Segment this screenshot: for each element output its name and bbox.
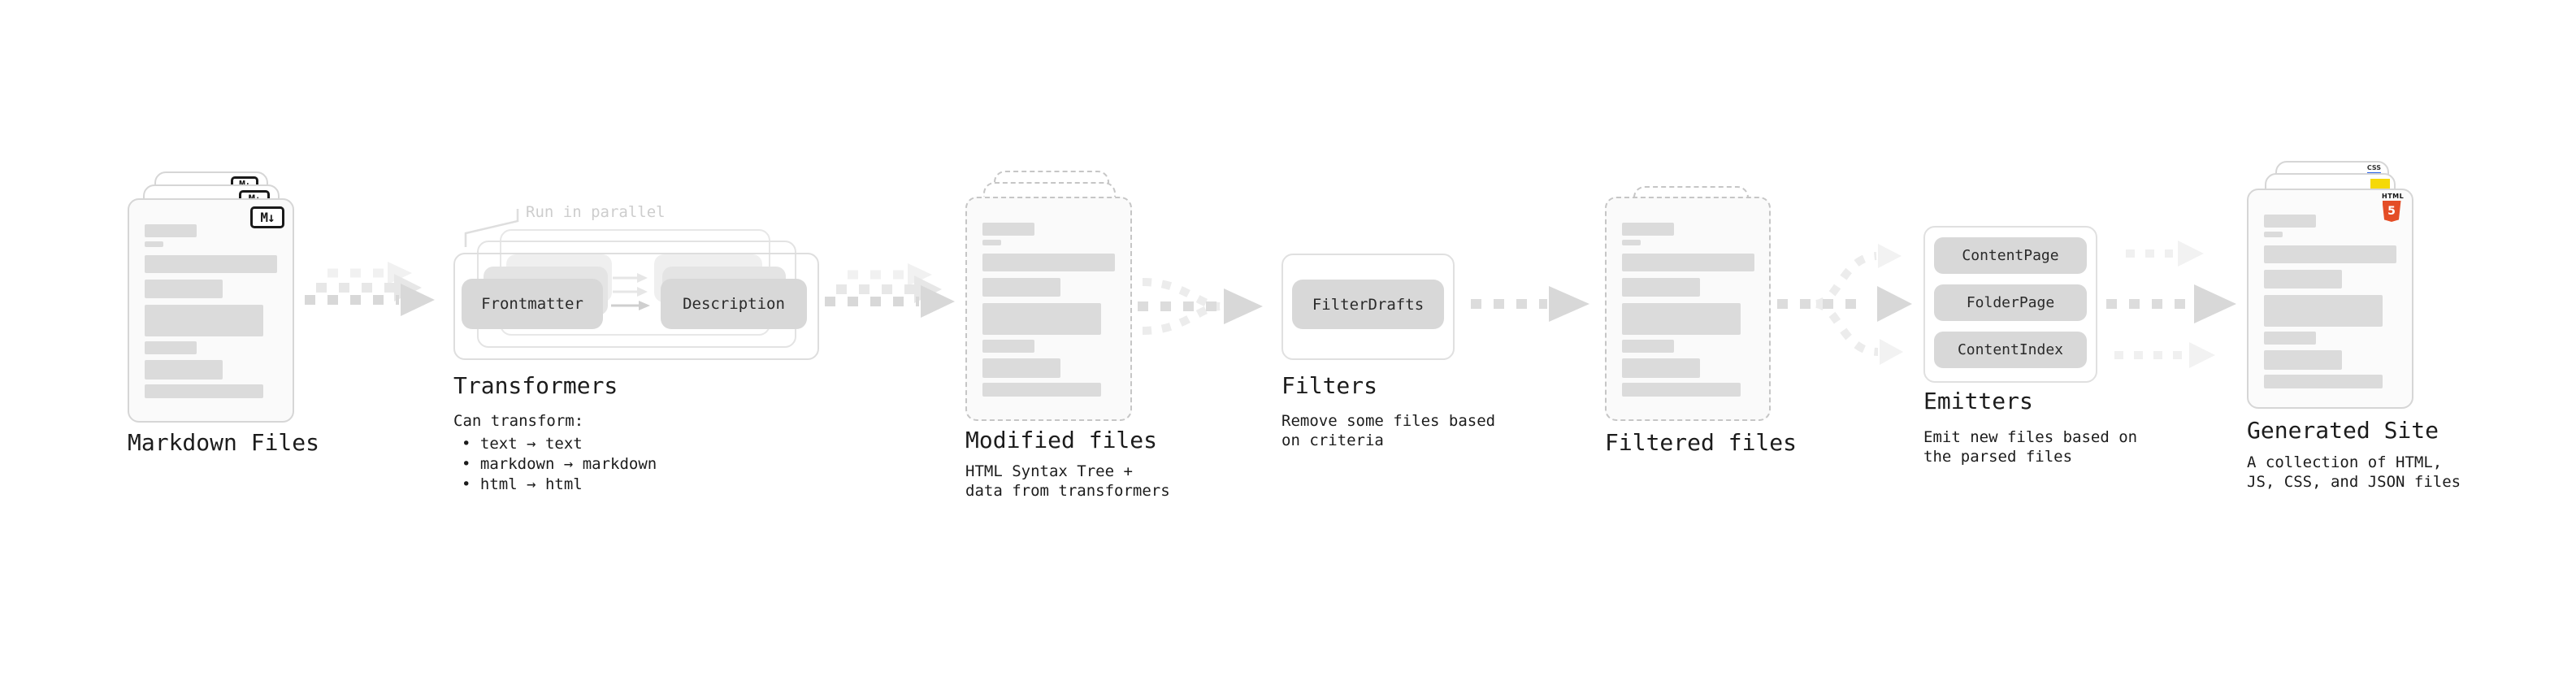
caption-line: Remove some files based (1281, 412, 1496, 430)
text-line-placeholder (1622, 223, 1674, 236)
site-file-card-html: HTML 5 (2247, 189, 2413, 409)
file-text-placeholder (145, 224, 277, 398)
html5-icon: HTML 5 (2382, 193, 2405, 222)
arrow-markdown-to-transformers (305, 262, 435, 316)
text-line-placeholder (145, 384, 263, 398)
text-line-placeholder (145, 255, 277, 273)
text-line-placeholder (1622, 240, 1641, 245)
caption-line: JS, CSS, and JSON files (2247, 473, 2461, 491)
text-line-placeholder (2264, 245, 2396, 263)
filtered-file-card-1 (1605, 197, 1771, 421)
text-line-placeholder (1622, 358, 1700, 378)
file-text-placeholder (982, 223, 1115, 397)
caption-line: Emit new files based on (1923, 428, 2138, 446)
text-line-placeholder (145, 280, 223, 298)
transformer-node-frontmatter: Frontmatter (462, 279, 603, 329)
markdown-file-card-1: M↓ (128, 198, 294, 423)
text-line-placeholder (1622, 383, 1741, 397)
run-in-parallel-leader-line (464, 209, 519, 247)
generated-site-caption: A collection of HTML, JS, CSS, and JSON … (2247, 453, 2461, 492)
text-line-placeholder (2264, 350, 2342, 370)
text-line-placeholder (982, 340, 1034, 353)
text-line-placeholder (145, 305, 263, 336)
transformer-node-description: Description (661, 279, 807, 329)
stage-title-modified-files: Modified files (965, 427, 1158, 453)
stage-title-generated-site: Generated Site (2247, 417, 2439, 444)
text-line-placeholder (982, 278, 1060, 297)
parallel-arrows-icon (611, 273, 650, 310)
html5-icon-shield: 5 (2382, 201, 2401, 222)
modified-files-caption: HTML Syntax Tree + data from transformer… (965, 462, 1170, 501)
text-line-placeholder (982, 254, 1115, 271)
text-line-placeholder (145, 341, 197, 354)
emitter-node-contentindex: ContentIndex (1934, 332, 2087, 368)
arrow-modified-to-filters (1138, 278, 1263, 335)
text-line-placeholder (145, 360, 223, 380)
caption-line: on criteria (1281, 432, 1384, 449)
text-line-placeholder (145, 241, 163, 247)
emitters-caption: Emit new files based on the parsed files (1923, 427, 2137, 466)
arrow-filtered-to-emitters (1777, 244, 1912, 365)
caption-line: A collection of HTML, (2247, 453, 2443, 471)
caption-line: data from transformers (965, 482, 1170, 500)
text-line-placeholder (2264, 375, 2383, 388)
file-text-placeholder (1622, 223, 1754, 397)
text-line-placeholder (2264, 232, 2283, 237)
text-line-placeholder (1622, 340, 1674, 353)
text-line-placeholder (1622, 254, 1754, 271)
modified-file-card-1 (965, 197, 1132, 421)
stage-title-filtered-files: Filtered files (1605, 429, 1798, 456)
text-line-placeholder (2264, 215, 2316, 228)
markdown-icon: M↓ (250, 206, 284, 228)
text-line-placeholder (982, 240, 1001, 245)
html5-icon-number: 5 (2387, 205, 2396, 218)
text-line-placeholder (2264, 270, 2342, 288)
text-line-placeholder (982, 358, 1060, 378)
run-in-parallel-note: Run in parallel (526, 203, 666, 221)
text-line-placeholder (982, 223, 1034, 236)
filter-node-filterdrafts: FilterDrafts (1292, 280, 1444, 329)
emitter-node-contentpage: ContentPage (1934, 237, 2087, 274)
bullet-item: • text → text (462, 435, 583, 453)
arrow-emitters-to-site (2106, 241, 2236, 368)
text-line-placeholder (982, 383, 1101, 397)
text-line-placeholder (1622, 303, 1741, 335)
text-line-placeholder (1622, 278, 1700, 297)
bullet-item: • markdown → markdown (462, 455, 657, 473)
emitter-node-folderpage: FolderPage (1934, 284, 2087, 321)
text-line-placeholder (2264, 295, 2383, 327)
js-icon (2370, 179, 2390, 189)
stage-title-markdown-files: Markdown Files (128, 429, 320, 456)
bullet-item: • html → html (462, 475, 583, 493)
file-text-placeholder (2264, 215, 2396, 388)
arrow-filters-to-filtered (1471, 286, 1589, 322)
transformers-caption: Can transform: (453, 412, 584, 430)
stage-title-filters: Filters (1281, 372, 1378, 399)
stage-title-transformers: Transformers (453, 372, 618, 399)
transformer-frame-front (453, 253, 819, 360)
arrow-transformers-to-modified (825, 263, 955, 318)
text-line-placeholder (982, 303, 1101, 335)
text-line-placeholder (2264, 332, 2316, 345)
text-line-placeholder (145, 224, 197, 237)
transformers-bullet-list: • text → text • markdown → markdown • ht… (462, 434, 657, 495)
filters-caption: Remove some files based on criteria (1281, 411, 1495, 450)
html5-icon-label: HTML (2382, 193, 2405, 200)
stage-title-emitters: Emitters (1923, 388, 2033, 414)
caption-line: HTML Syntax Tree + (965, 462, 1133, 480)
caption-line: the parsed files (1923, 448, 2073, 466)
